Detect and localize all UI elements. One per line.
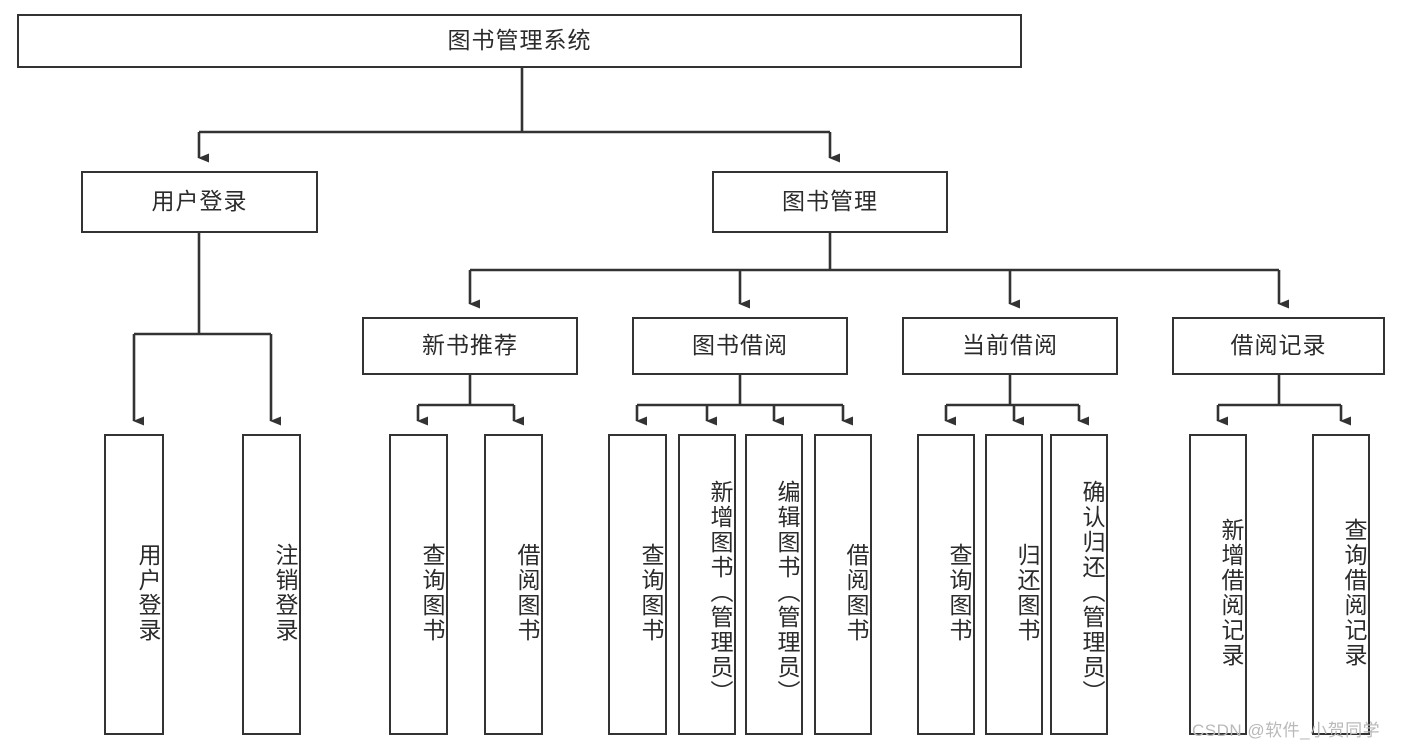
leaf-query-book-current-label: 查询图书 (946, 542, 972, 643)
node-current-borrow[interactable]: 当前借阅 (902, 317, 1118, 375)
leaf-query-book-recommend[interactable]: 查询图书 (389, 434, 448, 735)
leaf-borrow-book-label: 借阅图书 (843, 542, 869, 643)
leaf-logout-label: 注销登录 (272, 542, 298, 643)
leaf-query-book-recommend-label: 查询图书 (419, 542, 445, 643)
node-borrow-record[interactable]: 借阅记录 (1172, 317, 1385, 375)
leaf-add-book-admin-label: 新增图书（管理员） (707, 480, 733, 705)
node-book-borrow-label: 图书借阅 (692, 332, 788, 359)
leaf-edit-book-admin[interactable]: 编辑图书（管理员） (745, 434, 803, 735)
leaf-query-book-borrow-label: 查询图书 (638, 542, 664, 643)
node-borrow-record-label: 借阅记录 (1230, 332, 1327, 359)
leaf-query-book-borrow[interactable]: 查询图书 (608, 434, 667, 735)
leaf-return-book[interactable]: 归还图书 (985, 434, 1043, 735)
node-book-management-label: 图书管理 (782, 188, 878, 215)
leaf-logout[interactable]: 注销登录 (242, 434, 301, 735)
csdn-watermark: CSDN @软件_小贺同学 (1192, 721, 1381, 740)
node-root-label: 图书管理系统 (447, 27, 592, 54)
leaf-edit-book-admin-label: 编辑图书（管理员） (774, 480, 800, 705)
leaf-return-book-label: 归还图书 (1014, 542, 1040, 643)
node-book-borrow[interactable]: 图书借阅 (632, 317, 848, 375)
leaf-confirm-return-admin[interactable]: 确认归还（管理员） (1050, 434, 1108, 735)
leaf-borrow-book-recommend[interactable]: 借阅图书 (484, 434, 543, 735)
node-user-login-label: 用户登录 (151, 188, 248, 215)
leaf-user-login[interactable]: 用户登录 (104, 434, 164, 735)
node-user-login[interactable]: 用户登录 (81, 171, 318, 233)
leaf-borrow-book-recommend-label: 借阅图书 (514, 542, 540, 643)
node-book-management[interactable]: 图书管理 (712, 171, 948, 233)
node-new-book-recommend-label: 新书推荐 (422, 332, 518, 359)
node-current-borrow-label: 当前借阅 (962, 332, 1058, 359)
leaf-add-book-admin[interactable]: 新增图书（管理员） (678, 434, 736, 735)
node-root-system[interactable]: 图书管理系统 (17, 14, 1022, 68)
leaf-borrow-book[interactable]: 借阅图书 (814, 434, 872, 735)
leaf-user-login-label: 用户登录 (135, 542, 161, 643)
leaf-add-borrow-record[interactable]: 新增借阅记录 (1189, 434, 1247, 735)
leaf-add-borrow-record-label: 新增借阅记录 (1218, 517, 1244, 668)
leaf-query-borrow-record-label: 查询借阅记录 (1341, 517, 1367, 668)
leaf-query-borrow-record[interactable]: 查询借阅记录 (1312, 434, 1370, 735)
leaf-confirm-return-admin-label: 确认归还（管理员） (1079, 480, 1105, 705)
node-new-book-recommend[interactable]: 新书推荐 (362, 317, 578, 375)
leaf-query-book-current[interactable]: 查询图书 (917, 434, 975, 735)
